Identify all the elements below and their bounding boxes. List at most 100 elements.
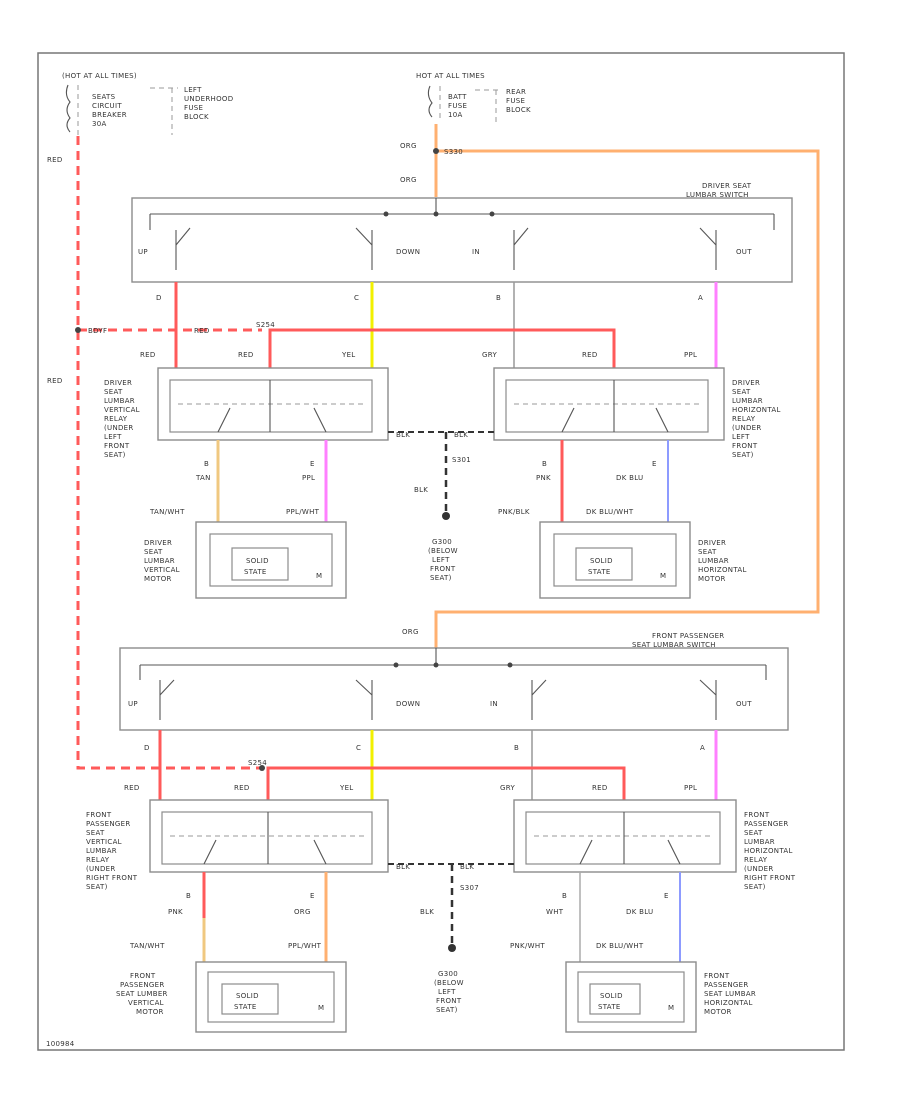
svg-text:SEAT LUMBAR: SEAT LUMBAR	[704, 990, 756, 998]
lbl-red-6: RED	[592, 784, 608, 792]
red-relay-feed-top	[268, 328, 616, 368]
lbl-red-1: RED	[140, 351, 156, 359]
svg-text:FRONT: FRONT	[104, 442, 130, 450]
solid-state-4b: STATE	[598, 1003, 621, 1011]
lbl-yel-1: YEL	[341, 351, 356, 359]
solid-state-1a: SOLID	[246, 557, 269, 565]
lbl-yel-2: YEL	[339, 784, 354, 792]
lbl-dkbluwht-2: DK BLU/WHT	[596, 942, 644, 950]
pin-b-2: B	[542, 460, 547, 468]
orange-passenger-feed-wire	[434, 149, 820, 648]
left-fuse-item-1: CIRCUIT	[92, 102, 122, 110]
pass-switch-pin-c: C	[356, 744, 361, 752]
passenger-vertical-relay	[149, 799, 389, 873]
lbl-ppl-1: PPL	[684, 351, 697, 359]
circuit-breaker-symbol	[65, 84, 71, 133]
left-fuse-hot-label: (HOT AT ALL TIMES)	[62, 72, 137, 80]
fuse-symbol	[427, 85, 433, 118]
svg-text:HORIZONTAL: HORIZONTAL	[704, 999, 753, 1007]
svg-text:LUMBAR: LUMBAR	[104, 397, 135, 405]
svg-text:RIGHT FRONT: RIGHT FRONT	[86, 874, 138, 882]
svg-text:DRIVER: DRIVER	[104, 379, 132, 387]
driver-switch-up: UP	[138, 248, 148, 256]
svg-text:SEAT): SEAT)	[436, 1006, 458, 1014]
lbl-gry-2: GRY	[500, 784, 515, 792]
red-label-left-mid: RED	[47, 377, 63, 385]
lbl-red-2: RED	[238, 351, 254, 359]
svg-text:MOTOR: MOTOR	[136, 1008, 164, 1016]
driver-vertical-motor-label: DRIVER SEAT LUMBAR VERTICAL MOTOR	[144, 539, 180, 583]
passenger-horizontal-relay	[513, 799, 737, 873]
svg-text:SEAT: SEAT	[104, 388, 123, 396]
lbl-blk-gnd-r1: BLK	[454, 431, 468, 439]
lbl-ppl-2: PPL	[302, 474, 315, 482]
driver-switch-title-0: DRIVER SEAT	[702, 182, 752, 190]
ground-point-1	[442, 512, 450, 520]
left-fuse-block-3: BLOCK	[184, 113, 209, 121]
svg-text:LUMBAR: LUMBAR	[86, 847, 117, 855]
bdyf-label-top: BDYF	[88, 327, 107, 335]
svg-text:FRONT: FRONT	[130, 972, 156, 980]
pin-e-2: E	[652, 460, 657, 468]
svg-text:G300: G300	[438, 970, 458, 978]
right-fuse-hot-label: HOT AT ALL TIMES	[416, 72, 485, 80]
svg-text:HORIZONTAL: HORIZONTAL	[732, 406, 781, 414]
lbl-pplwht-1: PPL/WHT	[286, 508, 320, 516]
pass-switch-pin-b: B	[514, 744, 519, 752]
pin-b-4: B	[562, 892, 567, 900]
svg-text:DRIVER: DRIVER	[144, 539, 172, 547]
lbl-wht-1: WHT	[546, 908, 564, 916]
right-fuse-block-0: REAR	[506, 88, 526, 96]
passenger-vertical-motor: SOLID STATE M	[195, 961, 347, 1033]
lbl-blk-1: BLK	[414, 486, 428, 494]
svg-text:RIGHT FRONT: RIGHT FRONT	[744, 874, 796, 882]
driver-switch-title-1: LUMBAR SWITCH	[686, 191, 749, 199]
right-fuse-block: HOT AT ALL TIMES BATT FUSE 10A REAR FUSE…	[416, 72, 531, 122]
driver-switch-out: OUT	[736, 248, 752, 256]
lbl-pnkwht-1: PNK/WHT	[510, 942, 545, 950]
svg-text:LEFT: LEFT	[104, 433, 122, 441]
right-fuse-item-1: FUSE	[448, 102, 467, 110]
lbl-org-4: ORG	[294, 908, 311, 916]
lbl-blk-gnd-r2: BLK	[460, 863, 474, 871]
svg-text:RELAY: RELAY	[104, 415, 128, 423]
svg-text:(BELOW: (BELOW	[428, 547, 458, 555]
org-label-3: ORG	[402, 628, 419, 636]
pin-e-3: E	[310, 892, 315, 900]
pass-switch-out: OUT	[736, 700, 752, 708]
lbl-dkblu-1: DK BLU	[616, 474, 643, 482]
svg-text:LUMBAR: LUMBAR	[698, 557, 729, 565]
left-fuse-block: (HOT AT ALL TIMES) SEATS CIRCUIT BREAKER…	[62, 72, 233, 135]
svg-text:SEAT: SEAT	[86, 829, 105, 837]
org-label-2: ORG	[400, 176, 417, 184]
svg-text:LEFT: LEFT	[432, 556, 450, 564]
passenger-horizontal-motor: SOLID STATE M	[565, 961, 697, 1033]
svg-text:RELAY: RELAY	[732, 415, 756, 423]
svg-text:LUMBAR: LUMBAR	[744, 838, 775, 846]
svg-text:PASSENGER: PASSENGER	[704, 981, 749, 989]
driver-horizontal-motor-label: DRIVER SEAT LUMBAR HORIZONTAL MOTOR	[698, 539, 746, 583]
pass-switch-down: DOWN	[396, 700, 420, 708]
svg-text:FRONT: FRONT	[86, 811, 112, 819]
svg-text:(UNDER: (UNDER	[732, 424, 762, 432]
solid-state-3b: STATE	[234, 1003, 257, 1011]
svg-text:FRONT: FRONT	[430, 565, 456, 573]
pass-switch-title-0: FRONT PASSENGER	[652, 632, 724, 640]
svg-text:DRIVER: DRIVER	[698, 539, 726, 547]
right-fuse-block-1: FUSE	[506, 97, 525, 105]
right-fuse-block-2: BLOCK	[506, 106, 531, 114]
org-label-1: ORG	[400, 142, 417, 150]
lbl-red-5: RED	[234, 784, 250, 792]
svg-text:SEAT LUMBER: SEAT LUMBER	[116, 990, 168, 998]
lbl-tanwht-1: TAN/WHT	[149, 508, 185, 516]
driver-vertical-relay	[157, 367, 389, 441]
svg-text:LEFT: LEFT	[732, 433, 750, 441]
lbl-tan-1: TAN	[195, 474, 211, 482]
svg-text:SEAT): SEAT)	[732, 451, 754, 459]
red-label-branch: RED	[194, 327, 210, 335]
svg-text:VERTICAL: VERTICAL	[144, 566, 180, 574]
driver-vertical-motor: SOLID STATE M	[195, 521, 347, 599]
svg-text:SEAT: SEAT	[744, 829, 763, 837]
lbl-blk-2: BLK	[420, 908, 434, 916]
passenger-horizontal-relay-label: FRONT PASSENGER SEAT LUMBAR HORIZONTAL R…	[744, 811, 796, 891]
